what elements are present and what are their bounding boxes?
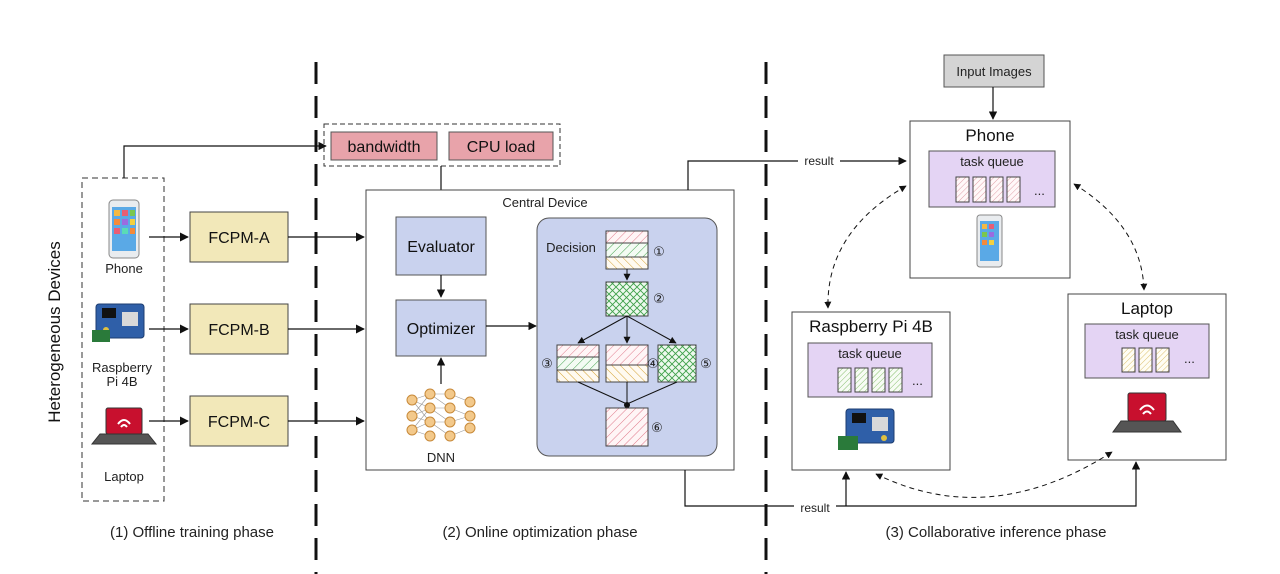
laptop-panel-icon: [1112, 392, 1182, 433]
phone-label: Phone: [105, 261, 143, 276]
phase-collaborative-label: (3) Collaborative inference phase: [886, 524, 1107, 541]
merge-line-3: [577, 381, 628, 405]
arrow-result-phone: [687, 156, 907, 190]
raspberry-task-queue: [807, 342, 933, 398]
marker-2: ②: [653, 291, 665, 306]
svg-text:bandwidth: bandwidth: [348, 139, 421, 156]
svg-text:Input Images: Input Images: [956, 64, 1032, 79]
phone-queue-ellipsis: ...: [1034, 183, 1045, 198]
central-device-title: Central Device: [502, 195, 587, 210]
marker-4: ④: [647, 356, 659, 371]
merge-line-5: [626, 381, 678, 405]
decision-block-1: [605, 230, 649, 270]
fcpm-b-box: FCPM-B: [189, 303, 289, 355]
laptop-label: Laptop: [104, 469, 144, 484]
laptop-queue-ellipsis: ...: [1184, 351, 1195, 366]
raspberry-label-line1: Raspberry: [92, 360, 152, 375]
phase-online-label: (2) Online optimization phase: [442, 524, 637, 541]
arrow-result-laptop: [684, 461, 1141, 507]
laptop-task-queue-label: task queue: [1115, 327, 1179, 342]
marker-1: ①: [653, 244, 665, 259]
input-images-box: Input Images: [943, 54, 1045, 88]
svg-text:FCPM-A: FCPM-A: [208, 230, 270, 247]
fcpm-a-box: FCPM-A: [189, 211, 289, 263]
svg-text:Evaluator: Evaluator: [407, 239, 475, 256]
decision-block-2: [605, 281, 649, 317]
optimizer-box: Optimizer: [395, 299, 487, 357]
raspberry-task-queue-label: task queue: [838, 346, 902, 361]
result-top-label: result: [804, 154, 834, 168]
link-raspberry-laptop: [875, 451, 1113, 498]
decision-block-6: [605, 407, 649, 447]
bandwidth-box: bandwidth: [330, 131, 438, 161]
link-phone-raspberry: [824, 185, 907, 309]
raspberry-queue-items: [837, 367, 903, 393]
svg-text:CPU load: CPU load: [467, 139, 535, 156]
decision-block-4: [605, 344, 649, 383]
arrow-devices-metrics: [123, 141, 327, 178]
result-top-bg: [798, 153, 840, 169]
devices-group-box: [81, 177, 165, 502]
result-bottom-label: result: [800, 501, 830, 515]
raspberry-panel-title: Raspberry Pi 4B: [809, 317, 933, 336]
raspberry-panel-icon: [838, 408, 895, 450]
decision-label: Decision: [546, 240, 596, 255]
evaluator-box: Evaluator: [395, 216, 487, 276]
link-phone-laptop: [1073, 183, 1148, 291]
decision-block-5: [657, 344, 697, 383]
arrow-block2-block3: [577, 315, 628, 344]
raspberry-pi-icon: [92, 303, 145, 342]
result-bottom-bg: [794, 500, 836, 516]
raspberry-queue-ellipsis: ...: [912, 373, 923, 388]
laptop-icon: [90, 407, 158, 445]
dnn-label: DNN: [427, 450, 455, 465]
arrow-block2-block5: [626, 315, 677, 344]
phone-panel-icon: [976, 214, 1003, 268]
marker-6: ⑥: [651, 420, 663, 435]
metrics-group-box: [323, 123, 561, 167]
phone-task-queue-label: task queue: [960, 154, 1024, 169]
phone-panel-title: Phone: [965, 126, 1014, 145]
marker-5: ⑤: [700, 356, 712, 371]
phone-queue-items: [955, 176, 1021, 203]
svg-text:FCPM-C: FCPM-C: [208, 414, 270, 431]
heterogeneous-devices-label: Heterogeneous Devices: [45, 241, 64, 422]
raspberry-label-line2: Pi 4B: [106, 374, 137, 389]
svg-text:Optimizer: Optimizer: [407, 321, 476, 338]
phone-icon: [108, 199, 140, 259]
laptop-panel-title: Laptop: [1121, 299, 1173, 318]
cpu-load-box: CPU load: [448, 131, 554, 161]
merge-point: [624, 402, 630, 408]
fcpm-c-box: FCPM-C: [189, 395, 289, 447]
decision-block-3: [556, 344, 600, 383]
marker-3: ③: [541, 356, 553, 371]
phase-offline-label: (1) Offline training phase: [110, 524, 274, 541]
svg-text:FCPM-B: FCPM-B: [208, 322, 269, 339]
dnn-icon: [406, 388, 476, 442]
laptop-queue-items: [1121, 347, 1170, 373]
